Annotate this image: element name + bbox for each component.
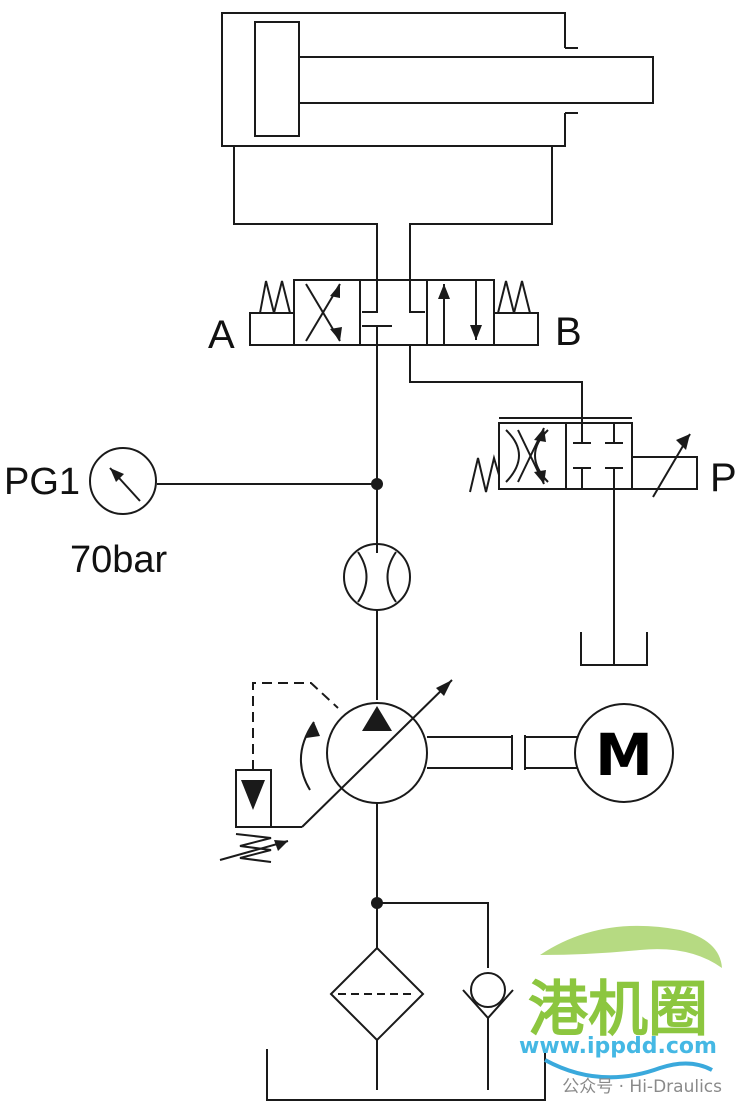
switch-arrowhead-top (534, 428, 546, 442)
pump-arrowhead (436, 680, 452, 696)
line-valve-b-to-switch (410, 345, 582, 423)
hydraulic-cylinder (222, 13, 653, 146)
valve-right-arrowhead-down (470, 325, 482, 340)
valve-left-spring (260, 281, 290, 313)
compensator-spring-arrowhead (274, 840, 288, 851)
switch-valve-spring (470, 458, 499, 492)
switch-arrowhead-bottom (534, 470, 546, 484)
line-cylinder-cap (234, 146, 377, 280)
switching-valve (470, 418, 697, 497)
compensator-spring (236, 834, 271, 862)
compensator-body (236, 770, 271, 827)
port-b-label: B (555, 310, 582, 354)
switch-actuator-arrowhead (676, 434, 690, 450)
watermark-wave-bottom (545, 1060, 712, 1077)
junction-suction (371, 897, 383, 909)
pump-rotation-arrow (301, 722, 314, 790)
pump-outlet-triangle (362, 706, 392, 731)
compensator-triangle (241, 780, 265, 810)
watermark-footer: 公众号 · Hi-Draulics (562, 1077, 722, 1097)
watermark-brand: 港机圈 (528, 975, 708, 1045)
line-bypass (377, 903, 488, 968)
valve-left-arrowhead-top (330, 284, 340, 298)
valve-left-solenoid (250, 313, 294, 345)
gauge-needle-arrowhead (110, 468, 124, 482)
pump-variable-arrow-shaft (302, 680, 452, 827)
tank-right (581, 632, 647, 665)
compensator-pilot-line (253, 683, 338, 770)
valve-left-arrowhead-bottom (330, 327, 342, 341)
rotation-arrowhead (306, 722, 320, 738)
cylinder-barrel (222, 13, 565, 146)
check-valve-ball (471, 973, 505, 1007)
watermark-logo: 港机圈 www.ippdd.com 公众号 · Hi-Draulics (519, 925, 722, 1097)
directional-control-valve (250, 280, 538, 345)
watermark-url: www.ippdd.com (519, 1034, 717, 1059)
gauge-reading-label: 70bar (70, 539, 168, 581)
switch-valve-actuator (632, 457, 697, 489)
port-a-label: A (208, 313, 235, 357)
valve-right-spring (498, 281, 530, 313)
electric-motor (575, 704, 673, 802)
watermark-wave-top (540, 925, 722, 968)
cylinder-piston (255, 22, 299, 136)
valve-right-solenoid (494, 313, 538, 345)
line-cylinder-rod-side (410, 146, 552, 280)
valve-right-arrowhead-up (438, 284, 450, 299)
tank-main (267, 1049, 545, 1100)
pressure-gauge (90, 448, 156, 514)
flow-meter (344, 544, 410, 610)
gauge-id-label: PG1 (4, 461, 80, 503)
motor-symbol-label: M (595, 721, 653, 789)
junction-gauge (371, 478, 383, 490)
port-p-label: P (710, 456, 737, 500)
cylinder-rod (299, 57, 653, 103)
